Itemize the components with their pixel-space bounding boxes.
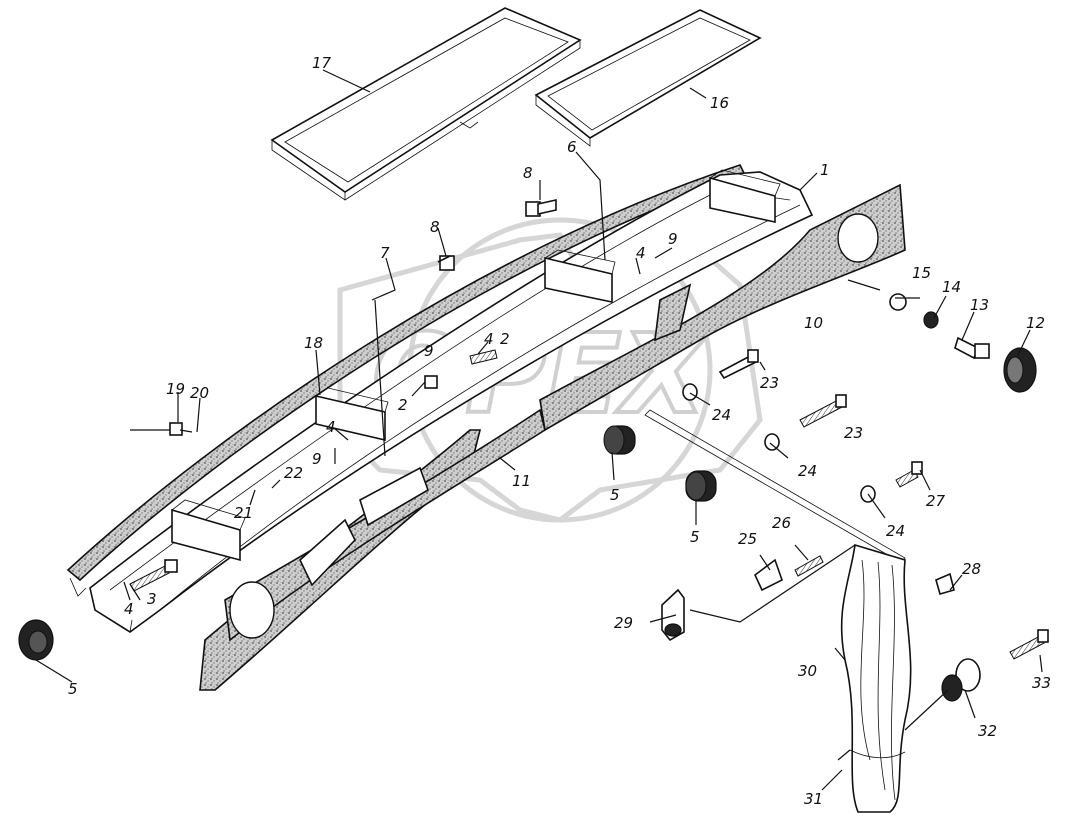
bolt-27 — [895, 461, 923, 488]
bolt-23-a — [718, 349, 759, 380]
callout-10: 10 — [804, 314, 823, 332]
washer-15 — [889, 293, 907, 311]
callout-11: 11 — [512, 472, 531, 490]
bolt-23-b — [799, 394, 847, 428]
callout-24: 24 — [798, 462, 817, 480]
grommet-5-b — [603, 425, 636, 455]
grommet-5-c — [685, 470, 717, 502]
bracket-29 — [661, 588, 685, 642]
wire-harness-30 — [840, 543, 912, 813]
part-16-panel — [534, 9, 762, 147]
callout-3: 3 — [147, 590, 157, 608]
bolt-8-b — [437, 255, 455, 271]
callout-32: 32 — [978, 722, 997, 740]
callout-8: 8 — [523, 164, 533, 182]
bolt-26 — [794, 555, 824, 577]
callout-2: 2 — [398, 396, 408, 414]
leader-lines — [35, 69, 1043, 791]
callout-24: 24 — [712, 406, 731, 424]
callout-2: 2 — [500, 330, 510, 348]
cap-12 — [1003, 347, 1037, 393]
grommet-5-a — [18, 619, 54, 661]
bolt-19 — [169, 422, 193, 436]
callout-9: 9 — [312, 450, 322, 468]
part-11-panel — [199, 408, 546, 691]
callout-5: 5 — [610, 486, 620, 504]
part-1-frame — [89, 169, 814, 633]
callout-23: 23 — [844, 424, 863, 442]
washer-24-a — [682, 383, 698, 401]
callout-9: 9 — [424, 342, 434, 360]
washer-24-b — [764, 433, 780, 451]
callout-19: 19 — [166, 380, 185, 398]
callout-17: 17 — [312, 54, 332, 72]
callout-21: 21 — [234, 504, 253, 522]
callout-8: 8 — [430, 218, 440, 236]
callout-13: 13 — [970, 296, 989, 314]
callout-4: 4 — [484, 330, 494, 348]
bracket-25 — [754, 558, 783, 592]
bolt-33 — [1009, 629, 1049, 660]
part-10-panel — [539, 183, 906, 432]
callout-33: 33 — [1032, 674, 1051, 692]
callout-24: 24 — [886, 522, 905, 540]
callout-14: 14 — [942, 278, 961, 296]
callout-6: 6 — [567, 138, 577, 156]
callout-4: 4 — [636, 244, 646, 262]
mounting-bar — [644, 409, 906, 563]
callout-12: 12 — [1026, 314, 1045, 332]
callout-16: 16 — [710, 94, 729, 112]
callout-30: 30 — [798, 662, 817, 680]
callout-26: 26 — [772, 514, 791, 532]
callout-7: 7 — [380, 244, 390, 262]
callout-29: 29 — [614, 614, 633, 632]
callout-27: 27 — [926, 492, 946, 510]
callout-1: 1 — [820, 161, 830, 179]
callout-labels: 1 2 2 3 4 4 4 4 5 5 5 6 7 8 8 9 9 9 10 1… — [68, 54, 1051, 808]
grommet-32 — [941, 658, 981, 702]
callout-15: 15 — [912, 264, 931, 282]
callout-20: 20 — [190, 384, 209, 402]
clip-28 — [935, 572, 955, 595]
callout-9: 9 — [668, 230, 678, 248]
callout-25: 25 — [738, 530, 757, 548]
callout-31: 31 — [804, 790, 823, 808]
bolt-8-a — [525, 199, 557, 217]
bolt-13 — [954, 336, 990, 360]
callout-28: 28 — [962, 560, 981, 578]
callout-23: 23 — [760, 374, 779, 392]
callout-18: 18 — [304, 334, 323, 352]
callout-5: 5 — [690, 528, 700, 546]
callout-22: 22 — [284, 464, 303, 482]
callout-5: 5 — [68, 680, 78, 698]
callout-4: 4 — [326, 418, 336, 436]
part-17-panel — [270, 7, 582, 201]
callout-4: 4 — [124, 600, 134, 618]
